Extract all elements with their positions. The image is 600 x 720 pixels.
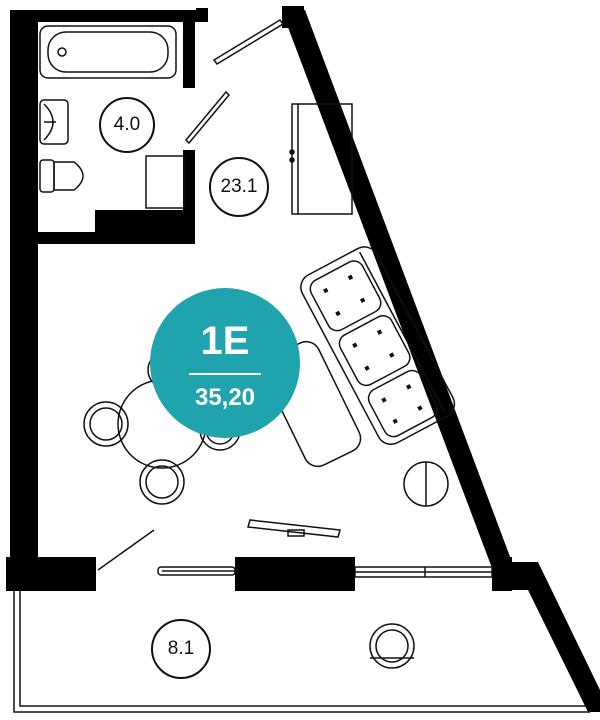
balcony-door-leaf <box>97 529 155 571</box>
wardrobe-icon <box>289 103 353 215</box>
bathroom-door-leaf <box>184 90 231 145</box>
toilet-tank-icon <box>39 159 55 193</box>
washer-icon <box>145 155 185 209</box>
wall-south-right <box>492 557 512 591</box>
apartment-total-area: 35,20 <box>194 384 256 411</box>
tv-stand-icon <box>247 519 341 538</box>
balcony-area-label: 8.1 <box>151 619 211 679</box>
toilet-bowl-icon <box>53 161 84 191</box>
wall-south-left <box>6 557 96 591</box>
sink-icon <box>39 99 69 145</box>
wall-east-diagonal <box>283 10 512 568</box>
apartment-badge: 1E 35,20 <box>150 288 300 438</box>
wall-bathroom-block <box>95 210 195 244</box>
walls <box>6 6 600 712</box>
balcony-chair-icon <box>369 623 415 669</box>
wall-west <box>10 15 38 562</box>
apartment-code: 1E <box>200 319 250 363</box>
wall-top-stub <box>196 8 208 22</box>
chair-icon <box>139 459 185 505</box>
sofa-icon <box>300 246 456 445</box>
stool-icon <box>403 461 449 507</box>
bathroom-area-label: 4.0 <box>99 97 155 153</box>
window-south-left <box>157 566 236 576</box>
window-south-right <box>354 566 493 578</box>
entrance-door-leaf <box>212 19 285 65</box>
chair-icon <box>83 401 129 447</box>
living-area-label: 23.1 <box>209 157 269 217</box>
wall-south-mid <box>235 557 355 591</box>
doors <box>97 19 285 571</box>
wall-east-cap <box>282 6 304 28</box>
wall-top-left <box>10 10 205 22</box>
badge-divider <box>189 373 261 375</box>
bathroom-fixtures <box>39 25 185 209</box>
wall-bathroom-east <box>183 22 195 88</box>
balcony-outline <box>13 591 590 713</box>
wall-balcony-east <box>512 562 600 712</box>
bathtub-icon <box>39 25 177 79</box>
